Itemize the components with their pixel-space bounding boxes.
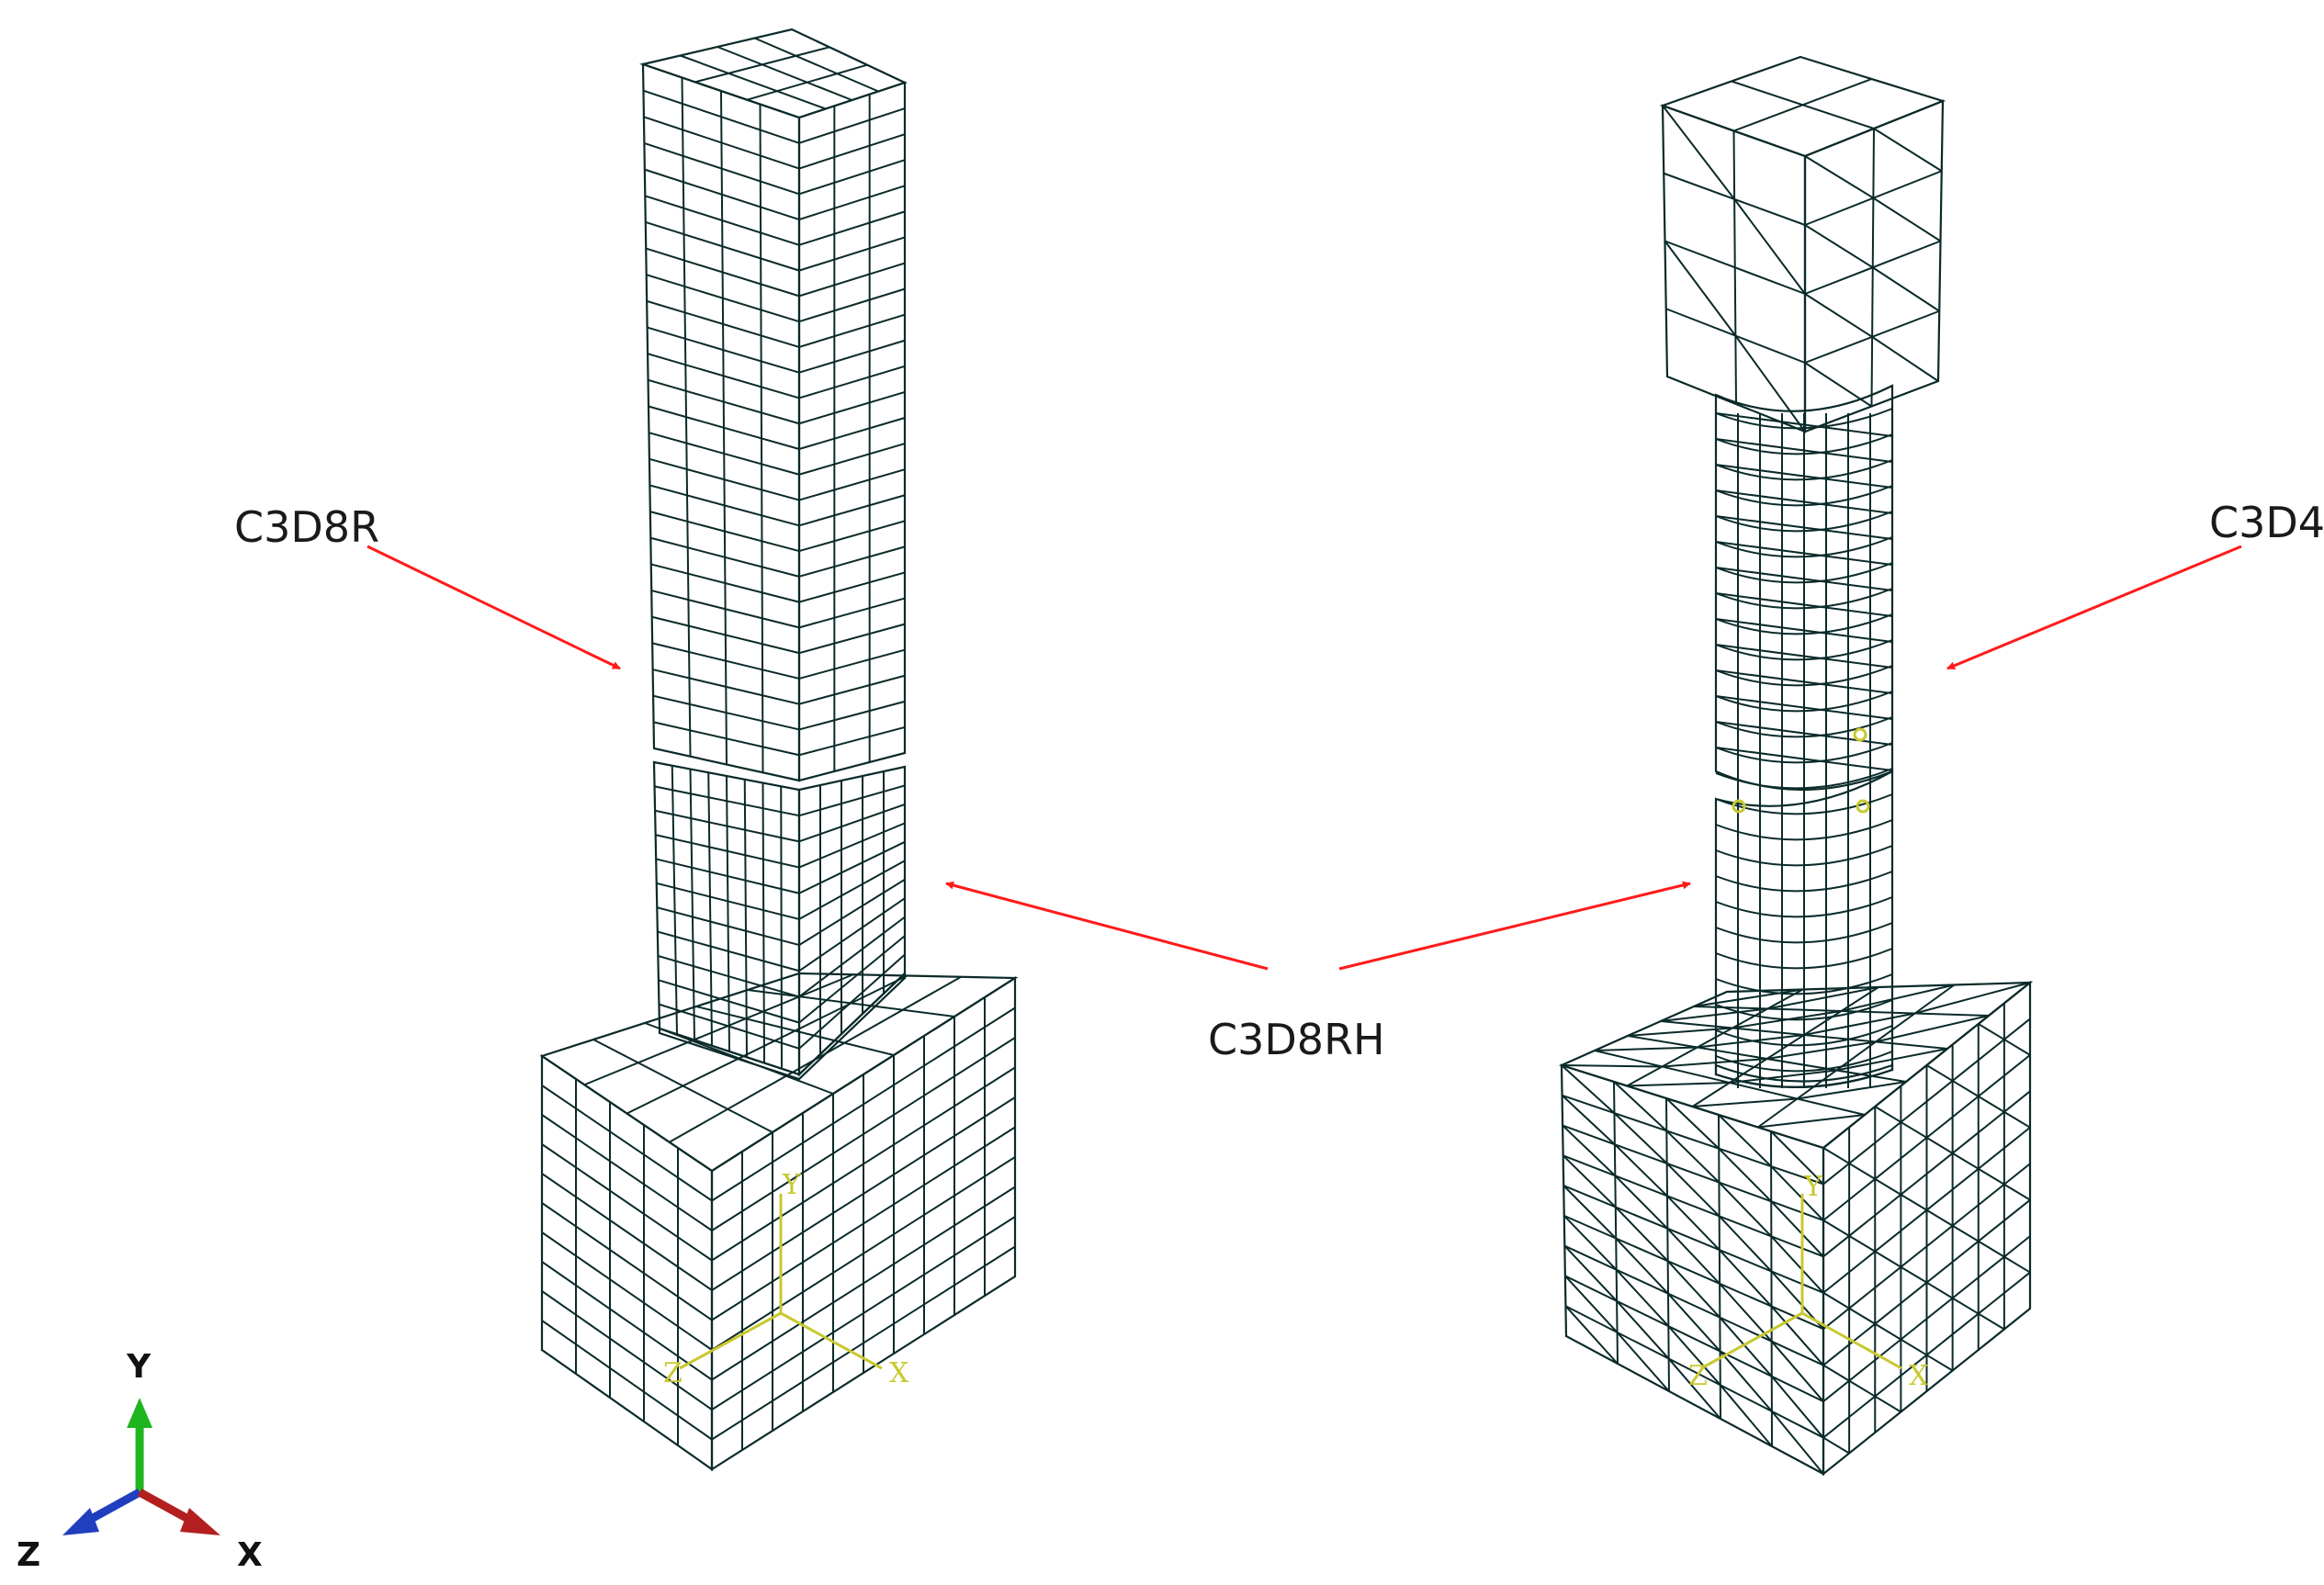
right-bottom-block bbox=[1558, 980, 2034, 1477]
right-local-csys bbox=[1700, 1194, 1902, 1370]
left-csys-z-label: Z bbox=[663, 1357, 683, 1389]
right-csys-y-label: Y bbox=[1803, 1171, 1823, 1203]
left-csys-x-label: X bbox=[889, 1357, 909, 1389]
left-specimen-hex-mesh: Y Z X bbox=[539, 28, 1019, 1472]
arrow-c3d4 bbox=[1946, 545, 2242, 670]
triad-y-label: Y bbox=[126, 1348, 152, 1386]
left-top-grip bbox=[639, 28, 908, 782]
arrow-c3d8rh-right bbox=[1338, 881, 1691, 971]
right-csys-z-label: Z bbox=[1688, 1360, 1708, 1392]
arrow-c3d8rh-left bbox=[945, 881, 1269, 971]
left-bottom-grip bbox=[539, 971, 1019, 1472]
left-csys-y-label: Y bbox=[782, 1169, 802, 1201]
right-cylinder-section bbox=[1714, 384, 1894, 1088]
right-top-cube bbox=[1659, 55, 1946, 433]
triad-z-label: Z bbox=[17, 1536, 40, 1574]
triad-x-arrowhead bbox=[180, 1508, 220, 1535]
arrow-c3d8r bbox=[367, 545, 621, 670]
triad-x-label: X bbox=[237, 1536, 263, 1574]
right-specimen-tet-mesh: Y Z X bbox=[1558, 55, 2034, 1477]
left-local-csys bbox=[679, 1194, 883, 1370]
label-c3d8rh: C3D8RH bbox=[1208, 1015, 1385, 1064]
global-axis-triad: Y Z X bbox=[17, 1348, 263, 1574]
right-csys-x-label: X bbox=[1909, 1360, 1929, 1392]
label-c3d4: C3D4 bbox=[2209, 498, 2324, 547]
triad-z-arrowhead bbox=[62, 1508, 99, 1535]
label-c3d8r: C3D8R bbox=[234, 502, 379, 552]
triad-y-arrowhead bbox=[127, 1398, 152, 1428]
